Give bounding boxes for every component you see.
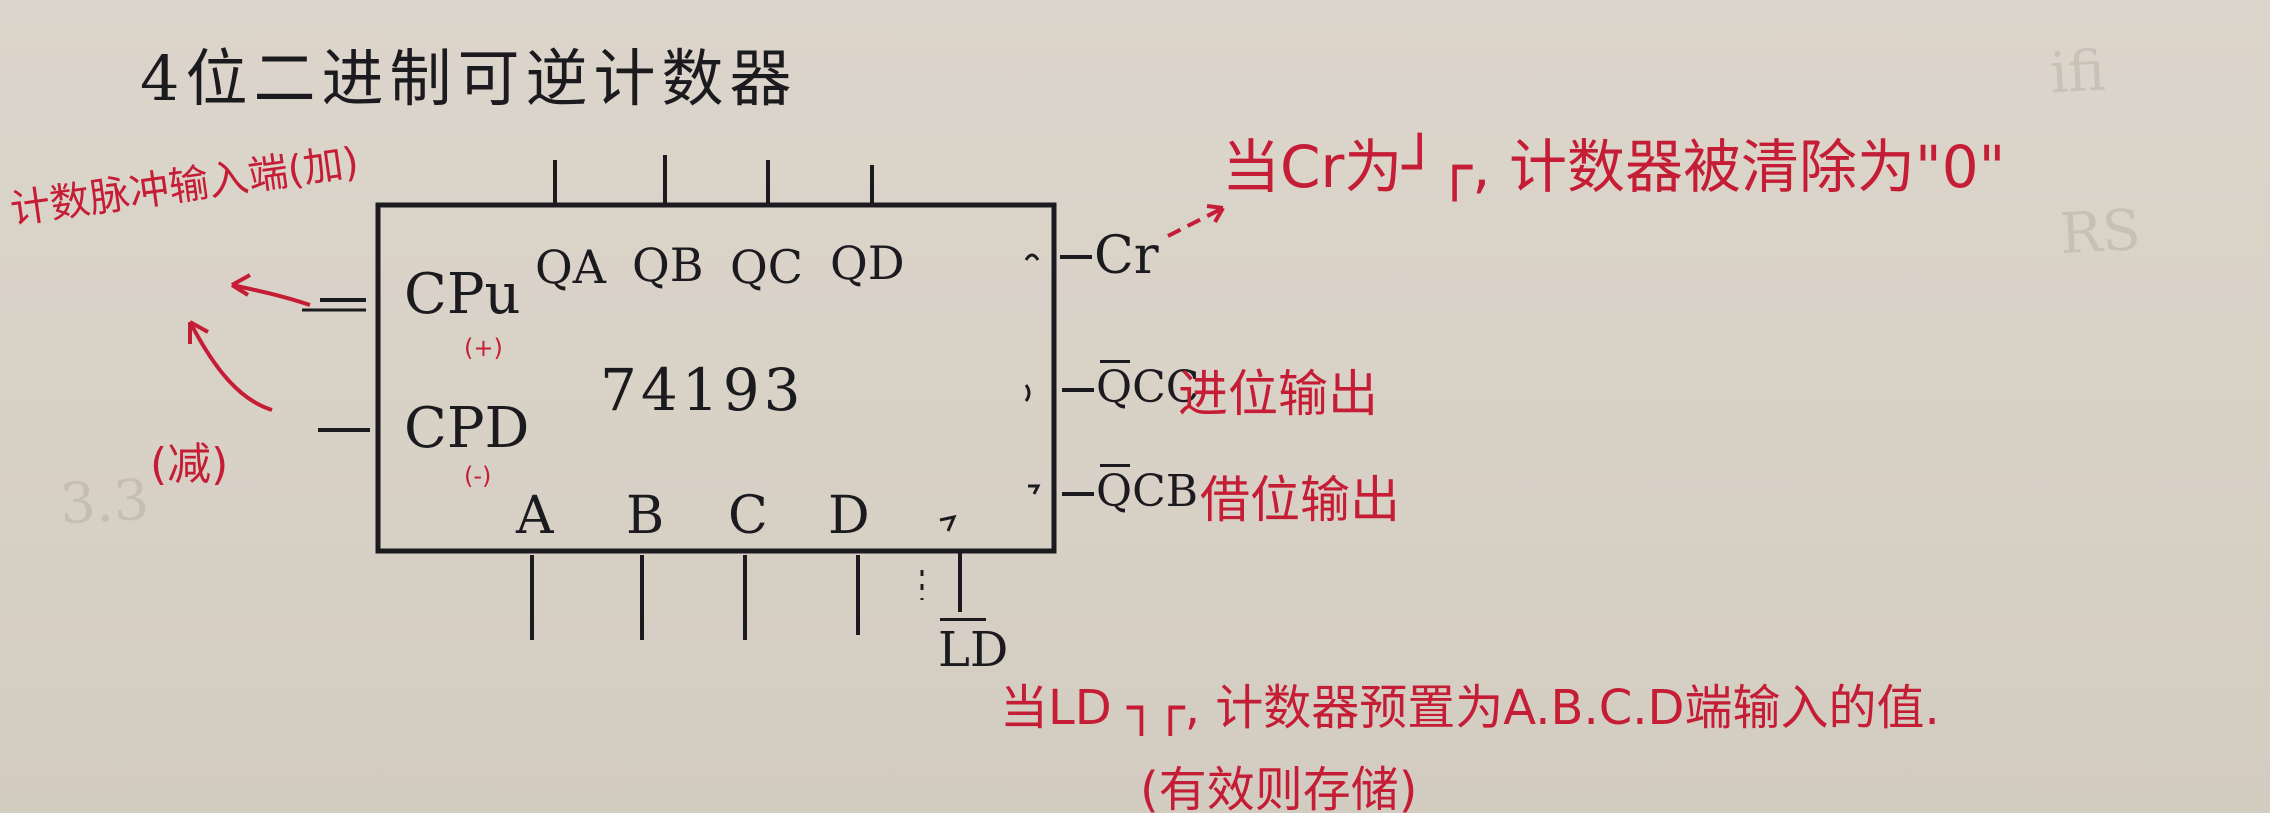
chip-name: 74193 — [600, 356, 805, 424]
cr-arrow — [1167, 206, 1224, 238]
cpu-arrowhead — [230, 273, 251, 297]
label-cpu-sign: (+) — [464, 334, 503, 362]
label-c: C — [728, 486, 768, 546]
label-qa: QA — [535, 240, 606, 294]
invert-mark — [1024, 384, 1031, 402]
label-cpd: CPD — [404, 396, 530, 461]
label-cpu: CPu — [404, 262, 521, 327]
label-cpd-sign: (-) — [464, 462, 492, 490]
diagram-title: 4位二进制可逆计数器 — [140, 42, 798, 115]
note-load-line1: 当LD ┐┌, 计数器预置为A.B.C.D端输入的值. — [1000, 680, 1940, 736]
note-clear: 当Cr为┘┌, 计数器被清除为"0" — [1222, 133, 2006, 201]
overbar-qcb — [1100, 464, 1130, 467]
cpu-arrow — [231, 283, 311, 307]
cr-arrowhead — [1206, 204, 1225, 223]
label-cr: Cr — [1094, 226, 1159, 286]
note-load-line2: (有效则存储) — [1140, 762, 1418, 813]
note-borrow: 借位输出 — [1200, 471, 1400, 529]
label-a: A — [516, 486, 554, 546]
chip-body — [375, 202, 1057, 554]
label-qcb: QCB — [1096, 466, 1199, 517]
label-b: B — [626, 486, 665, 546]
label-qcc: QCC — [1096, 362, 1200, 413]
overbar-qcc — [1100, 360, 1130, 363]
invert-mark — [939, 514, 957, 532]
label-qc: QC — [730, 240, 803, 294]
label-ld: LD — [938, 622, 1009, 678]
note-carry: 进位输出 — [1178, 365, 1378, 423]
overbar-ld — [940, 618, 986, 621]
label-d: D — [828, 486, 870, 546]
label-qd: QD — [830, 236, 905, 290]
cpd-arrow — [188, 321, 273, 412]
invert-mark — [1028, 484, 1041, 495]
invert-mark — [1024, 253, 1040, 261]
cpd-arrowhead — [188, 320, 209, 344]
note-cp-down: (减) — [150, 439, 229, 490]
label-qb: QB — [632, 238, 704, 292]
